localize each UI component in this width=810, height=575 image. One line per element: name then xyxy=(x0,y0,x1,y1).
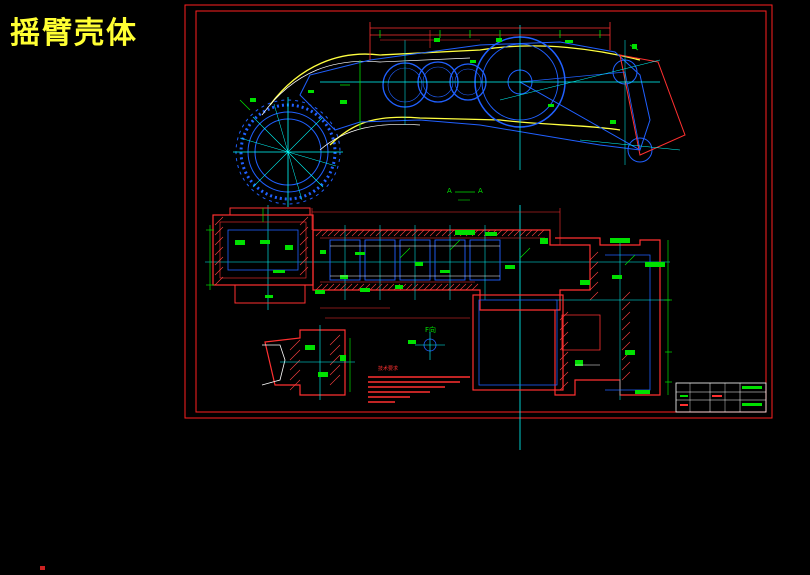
section-markers: A A xyxy=(447,187,483,201)
arm-outline-lower xyxy=(329,116,621,146)
detail-view xyxy=(261,325,355,400)
section-label-a-top: A xyxy=(447,187,452,195)
left-gear xyxy=(233,97,343,207)
view-f: F向 xyxy=(408,325,445,360)
arm-outline-upper xyxy=(269,45,641,106)
section-f-label: F向 xyxy=(425,325,436,334)
section-label-a-mid: A xyxy=(478,187,483,195)
top-view xyxy=(233,22,686,207)
outer-frame xyxy=(184,4,773,419)
title-block xyxy=(675,382,767,413)
inner-frame xyxy=(195,10,767,413)
tech-notes-heading: 技术要求 xyxy=(378,365,398,372)
section-view xyxy=(205,205,672,450)
tech-notes: 技术要求 xyxy=(368,365,470,403)
central-cavity xyxy=(472,294,564,391)
corner-mark xyxy=(40,566,45,570)
drawing-title: 摇臂壳体 xyxy=(10,16,138,51)
